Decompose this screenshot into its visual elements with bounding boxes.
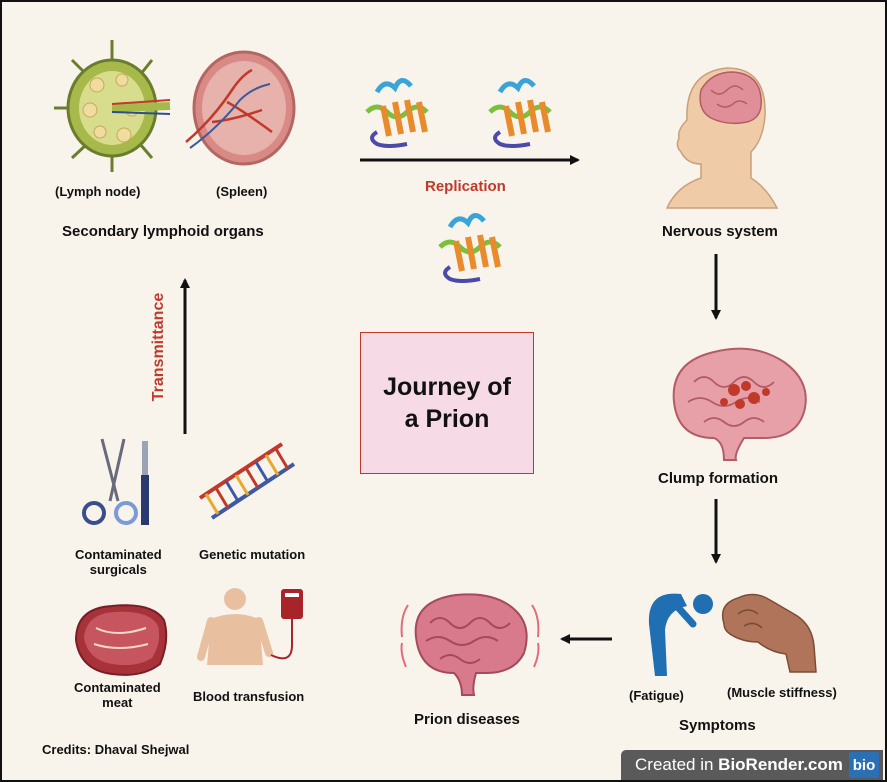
contaminated-meat-line2: meat xyxy=(102,695,133,710)
badge-text: Created in BioRender.com xyxy=(621,755,843,775)
diseased-brain-icon xyxy=(400,593,540,696)
raw-meat-icon xyxy=(74,604,168,676)
badge-prefix: Created in xyxy=(635,755,719,774)
credits-label: Credits: Dhaval Shejwal xyxy=(42,742,190,757)
prion-diseases-label: Prion diseases xyxy=(414,711,520,728)
clump-formation-label: Clump formation xyxy=(658,470,778,487)
replication-label: Replication xyxy=(425,178,506,195)
spleen-icon xyxy=(185,50,296,166)
lymph-node-icon xyxy=(54,40,171,172)
badge-brand: BioRender.com xyxy=(718,755,843,774)
brain-clumps-icon xyxy=(672,347,807,461)
center-title: Journey of a Prion xyxy=(383,373,511,433)
contaminated-surgicals-line2: surgicals xyxy=(89,562,147,577)
dna-icon xyxy=(198,442,296,520)
biorender-badge[interactable]: Created in BioRender.com bio xyxy=(621,750,883,780)
secondary-lymphoid-label: Secondary lymphoid organs xyxy=(62,223,264,240)
lymph-node-label: (Lymph node) xyxy=(55,184,141,199)
contaminated-meat-label: Contaminated meat xyxy=(74,680,161,710)
prion-protein-icon xyxy=(365,78,429,148)
blood-transfusion-icon xyxy=(197,588,303,665)
transmittance-label: Transmittance xyxy=(150,292,167,402)
head-brain-icon xyxy=(665,67,779,209)
surgical-tools-icon xyxy=(82,438,149,525)
prion-protein-icon xyxy=(488,78,552,148)
stiff-hand-icon xyxy=(721,593,817,673)
center-title-box: Journey of a Prion xyxy=(360,332,534,474)
symptoms-label: Symptoms xyxy=(679,717,756,734)
spleen-label: (Spleen) xyxy=(216,184,268,199)
contaminated-surgicals-label: Contaminated surgicals xyxy=(75,547,162,577)
fatigue-figure-icon xyxy=(648,593,713,676)
genetic-mutation-label: Genetic mutation xyxy=(199,547,306,562)
nervous-system-label: Nervous system xyxy=(662,223,778,240)
contaminated-surgicals-line1: Contaminated xyxy=(75,547,162,562)
prion-protein-icon xyxy=(438,213,502,283)
biorender-logo-icon: bio xyxy=(849,752,879,778)
blood-transfusion-label: Blood transfusion xyxy=(193,689,305,704)
muscle-stiffness-label: (Muscle stiffness) xyxy=(727,685,837,700)
contaminated-meat-line1: Contaminated xyxy=(74,680,161,695)
fatigue-label: (Fatigue) xyxy=(629,688,684,703)
